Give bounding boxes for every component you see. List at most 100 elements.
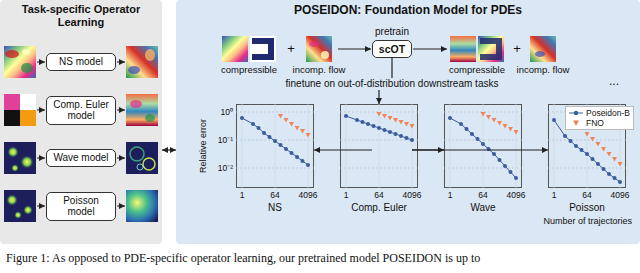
x-tick: 1 [552, 190, 557, 200]
illustration-part [242, 118, 308, 165]
dataset-label: incomp. flow [517, 64, 570, 75]
illustration-part [379, 114, 412, 126]
illustration-part [306, 36, 332, 62]
illustration-part [554, 104, 620, 188]
connector [412, 149, 548, 150]
x-axis-title: Number of trajectories [543, 216, 632, 227]
illustration-part [4, 46, 36, 78]
model-box: NS model [46, 53, 116, 71]
illustration-part [145, 49, 155, 61]
illustration-part [20, 155, 34, 169]
poisson-output [126, 190, 158, 222]
illustration-part [37, 206, 45, 207]
legend-marker [569, 109, 583, 117]
illustration-part [11, 164, 19, 172]
illustration-part [281, 116, 309, 135]
model-box: Poisson model [46, 192, 116, 221]
illustration-part [117, 62, 125, 63]
illustration-part [6, 194, 18, 206]
x-tick: 4096 [611, 190, 630, 200]
illustration-part [5, 50, 19, 58]
legend-text: Poseidon-B [586, 108, 630, 118]
connector [162, 149, 176, 150]
ellipsis: ... [609, 74, 619, 88]
illustration-part [450, 104, 516, 188]
pretrain-outputs [450, 36, 556, 62]
illustration-part [4, 94, 20, 110]
box-label: scOT [376, 43, 408, 55]
x-tick: 1 [240, 190, 245, 200]
pretrain-arrows [338, 48, 447, 49]
wave-output [126, 142, 158, 174]
illustration-part [4, 110, 20, 126]
chart-wave [444, 104, 522, 188]
illustration-part [483, 114, 516, 132]
x-tick: 64 [270, 190, 279, 200]
illustration-part [222, 36, 248, 62]
illustration-part [346, 104, 412, 188]
illustration-part [20, 94, 36, 110]
x-tick: 1 [448, 190, 453, 200]
illustration-part [117, 206, 125, 207]
illustration-part [117, 110, 125, 111]
arrow-label: pretrain [375, 26, 409, 38]
axis-title: Wave [421, 202, 545, 214]
axis-title: NS [213, 202, 337, 214]
illustration-part [23, 205, 33, 215]
legend-text: FNO [586, 118, 604, 128]
illustration-part [37, 158, 45, 159]
chart-euler [340, 104, 418, 188]
ns-input [4, 46, 36, 78]
y-axis-title: Relative error [198, 119, 209, 173]
pretrain-inputs [222, 36, 332, 62]
illustration-part [37, 62, 45, 63]
illustration-part [478, 36, 504, 62]
illustration-part [4, 190, 36, 222]
illustration-part [130, 147, 144, 161]
illustration-part [242, 104, 308, 188]
plus-sign: + [513, 41, 521, 57]
illustration-part [130, 100, 142, 108]
euler-input [4, 94, 36, 126]
euler-output [126, 94, 158, 126]
chart-poisson [548, 104, 626, 188]
row-arrows [37, 62, 125, 206]
illustration-part [7, 146, 19, 158]
illustration-part [450, 118, 516, 178]
chart-ns [236, 104, 314, 188]
illustration-part [338, 48, 371, 49]
panel-heading: Task-specific Operator Learning [0, 0, 162, 29]
model-box: Wave model [46, 149, 116, 167]
legend-row: FNO [569, 118, 630, 128]
illustration-part [252, 38, 274, 60]
illustration-part [574, 111, 578, 115]
box-label: Comp. Euler model [50, 99, 112, 122]
poisson-input [4, 190, 36, 222]
illustration-part [250, 36, 276, 62]
illustration-part [321, 51, 329, 59]
illustration-part [126, 142, 158, 174]
illustration-part [21, 63, 33, 73]
x-tick: 64 [374, 190, 383, 200]
x-tick: 4096 [403, 190, 422, 200]
ns-output [126, 46, 158, 78]
box-label: Poisson model [50, 195, 112, 218]
illustration-part [346, 116, 412, 140]
legend-marker [569, 119, 583, 127]
illustration-part [128, 66, 140, 74]
illustration-part [530, 36, 556, 62]
panel-heading: POSEIDON: Foundation Model for PDEs [176, 0, 640, 17]
illustration-part [309, 41, 319, 47]
box-label: Wave model [50, 152, 112, 164]
illustration-part [587, 134, 620, 164]
illustration-part [137, 164, 143, 170]
model-box: Comp. Euler model [46, 96, 116, 125]
illustration-part [573, 121, 579, 127]
legend-box: Poseidon-BFNO [565, 106, 634, 130]
illustration-part [554, 120, 620, 182]
illustration-part [22, 49, 30, 55]
illustration-part [143, 158, 155, 170]
x-tick: 64 [582, 190, 591, 200]
